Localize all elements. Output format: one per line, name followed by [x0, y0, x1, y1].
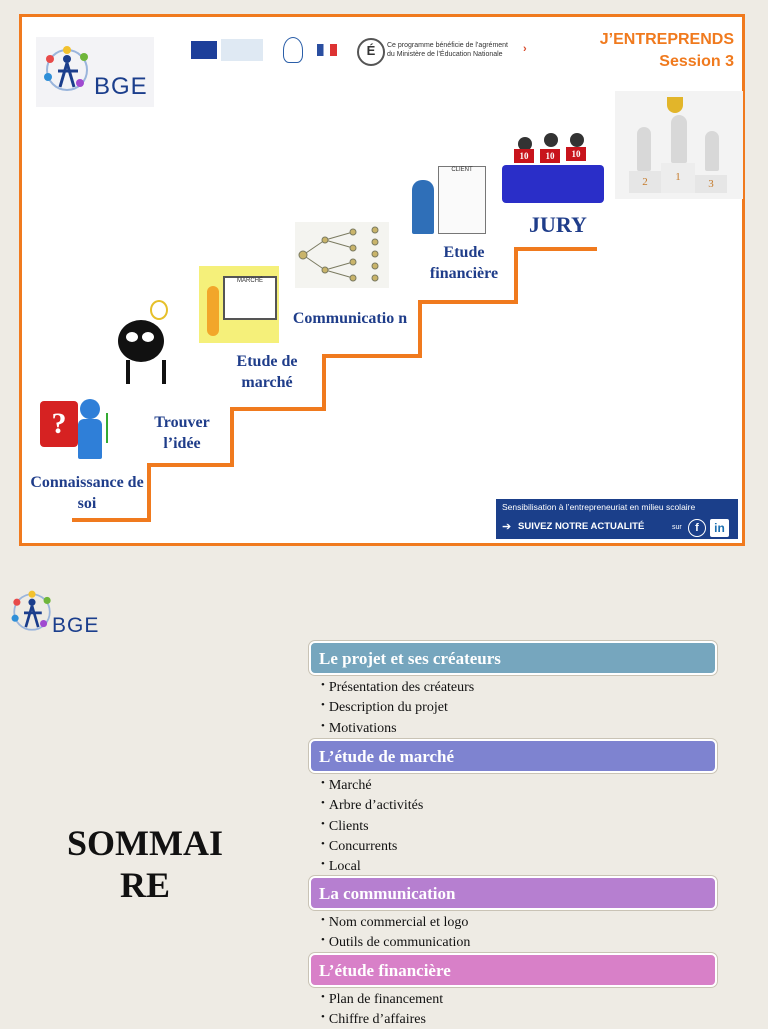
- trophy-icon: [667, 97, 683, 113]
- list-item: Concurrents: [321, 838, 397, 856]
- step-label-2: Trouver l’idée: [142, 412, 222, 454]
- bge-logo: BGE: [36, 37, 154, 107]
- list-item: Chiffre d’affaires: [321, 1011, 426, 1029]
- podium-first: 1: [661, 163, 695, 193]
- news-banner[interactable]: Sensibilisation à l’entrepreneuriat en m…: [496, 499, 738, 539]
- section-header-financiere: L’étude financière: [309, 953, 717, 987]
- section-header-projet: Le projet et ses créateurs: [309, 641, 717, 675]
- jury-member-icon: [570, 133, 584, 147]
- education-logo-icon: É: [357, 38, 385, 66]
- list-item: Outils de communication: [321, 934, 471, 952]
- slide-staircase: BGE É Ce programme bénéficie de l’agréme…: [19, 14, 745, 546]
- staircase-line: [72, 247, 597, 522]
- score-card: 10: [514, 149, 534, 163]
- checklist-icon: [106, 413, 118, 443]
- presenter-icon: [207, 286, 219, 336]
- list-item: Description du projet: [321, 699, 448, 717]
- bge-logo-small: BGE: [8, 586, 118, 640]
- list-item: Nom commercial et logo: [321, 914, 469, 932]
- program-session: Session 3: [659, 53, 734, 70]
- program-name: J’ENTREPRENDS: [599, 31, 734, 48]
- people-network-icon: [44, 46, 88, 91]
- podium-illustration: 2 1 3: [615, 91, 743, 199]
- score-card: 10: [540, 149, 560, 163]
- step-label-3: Etude de marché: [236, 353, 298, 391]
- network-tree-illustration: [295, 222, 389, 288]
- step-label-1: Connaissance de soi: [30, 474, 144, 512]
- client-board-icon: CLIENT: [438, 166, 486, 234]
- list-item: Plan de financement: [321, 991, 443, 1009]
- bge-logo-text-small: BGE: [52, 614, 100, 637]
- bge-logo-text: BGE: [94, 73, 148, 100]
- idea-character-illustration: [112, 300, 182, 388]
- list-item: Clients: [321, 818, 369, 836]
- market-board-illustration: MARCHÉ: [199, 266, 279, 343]
- step-label-5-text: Etude financière: [429, 244, 499, 282]
- eu-flag-icon: [191, 41, 217, 59]
- banner-sur: sur: [672, 524, 682, 531]
- section-title: La communication: [319, 884, 456, 903]
- list-item: Arbre d’activités: [321, 797, 423, 815]
- jury-member-icon: [518, 137, 532, 151]
- character-eye: [142, 332, 154, 342]
- banner-tagline: Sensibilisation à l’entrepreneuriat en m…: [502, 502, 696, 512]
- section-title: L’étude financière: [319, 961, 451, 980]
- character-legs: [126, 360, 166, 384]
- people-network-icon: [11, 590, 51, 631]
- linkedin-icon[interactable]: in: [710, 519, 729, 537]
- partner-text-line2: du Ministère de l’Éducation Nationale: [387, 51, 503, 58]
- sommaire-title-line1: SOMMAI: [67, 823, 223, 863]
- banner-follow: SUIVEZ NOTRE ACTUALITÉ: [518, 521, 645, 532]
- sommaire-title-line2: RE: [119, 865, 170, 905]
- program-title: J’ENTREPRENDS Session 3: [600, 29, 734, 73]
- worker-icon: [412, 180, 434, 234]
- podium-third: 3: [695, 175, 727, 193]
- market-board-label: MARCHÉ: [236, 278, 263, 284]
- person-icon: [80, 399, 100, 419]
- step-label-2-text: Trouver l’idée: [154, 414, 210, 452]
- partner-mark-icon: ›: [523, 43, 527, 55]
- partner-text-line1: Ce programme bénéficie de l’agrément: [387, 42, 509, 49]
- question-figure-illustration: ?: [38, 397, 124, 467]
- jury-member-icon: [544, 133, 558, 147]
- market-board-icon: MARCHÉ: [223, 276, 277, 320]
- podium-figure-icon: [637, 127, 651, 171]
- region-logo-icon: [283, 37, 303, 63]
- podium-figure-icon: [671, 115, 687, 163]
- score-card: 10: [566, 147, 586, 161]
- list-item: Motivations: [321, 720, 397, 738]
- character-head-icon: [118, 320, 164, 362]
- jury-table-illustration: 10 10 10: [500, 131, 606, 207]
- lightbulb-icon: [150, 300, 168, 320]
- section-title: Le projet et ses créateurs: [319, 649, 501, 668]
- podium-second: 2: [629, 171, 661, 193]
- question-box-icon: ?: [40, 401, 78, 447]
- client-desk-illustration: CLIENT: [408, 162, 488, 240]
- facebook-icon[interactable]: f: [688, 519, 706, 537]
- person-body: [78, 419, 102, 459]
- step-label-4: Communicatio n: [292, 310, 408, 327]
- sommaire-title: SOMMAI RE: [40, 822, 250, 906]
- europe-logo-icon: [221, 39, 263, 61]
- character-eye: [126, 332, 138, 342]
- step-label-6: JURY: [529, 212, 587, 237]
- jury-table: [502, 165, 604, 203]
- list-item: Local: [321, 858, 361, 876]
- partner-text: Ce programme bénéficie de l’agrément du …: [387, 41, 508, 59]
- client-label: CLIENT: [451, 167, 473, 173]
- slide-sommaire: BGE SOMMAI RE: [0, 560, 768, 1024]
- section-header-communication: La communication: [309, 876, 717, 910]
- step-label-5: Etude financière: [420, 242, 508, 284]
- arrow-icon: ➔: [502, 521, 512, 533]
- podium-figure-icon: [705, 131, 719, 171]
- french-flag-icon: [317, 44, 337, 56]
- list-item: Marché: [321, 777, 372, 795]
- section-title: L’étude de marché: [319, 747, 455, 766]
- section-header-marche: L’étude de marché: [309, 739, 717, 773]
- list-item: Présentation des créateurs: [321, 679, 474, 697]
- partner-logos: É Ce programme bénéficie de l’agrément d…: [177, 35, 552, 69]
